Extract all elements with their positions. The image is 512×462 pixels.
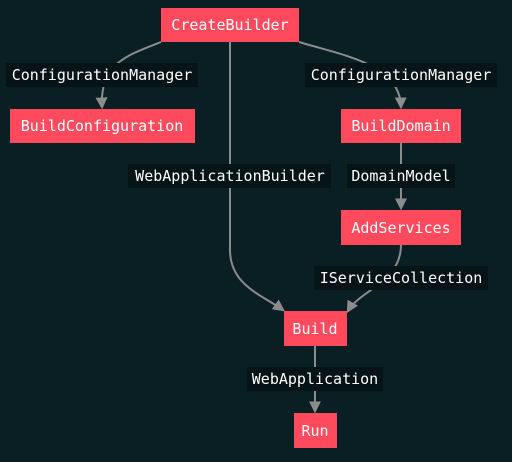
- node-build-configuration[interactable]: BuildConfiguration: [10, 109, 195, 143]
- node-add-services[interactable]: AddServices: [341, 210, 461, 245]
- edge-label-services-to-build: IServiceCollection: [314, 266, 488, 290]
- node-run[interactable]: Run: [294, 413, 337, 448]
- node-label: BuildConfiguration: [21, 117, 184, 135]
- edge-label-create-to-build: WebApplicationBuilder: [128, 164, 331, 188]
- edge-create-to-build: [229, 42, 285, 312]
- node-build-domain[interactable]: BuildDomain: [341, 109, 461, 143]
- node-label: AddServices: [351, 219, 450, 237]
- edge-label-text: ConfigurationManager: [311, 66, 492, 84]
- edge-label-text: WebApplication: [252, 370, 378, 388]
- edge-label-create-to-domain: ConfigurationManager: [305, 63, 497, 87]
- node-build[interactable]: Build: [284, 311, 347, 346]
- edge-label-text: DomainModel: [351, 167, 450, 185]
- node-label: CreateBuilder: [171, 16, 288, 34]
- edge-label-create-to-configuration: ConfigurationManager: [6, 63, 198, 87]
- node-label: Run: [301, 422, 328, 440]
- edge-label-text: IServiceCollection: [320, 269, 483, 287]
- node-label: BuildDomain: [351, 117, 450, 135]
- edge-label-domain-to-services: DomainModel: [347, 164, 455, 188]
- edge-label-text: ConfigurationManager: [12, 66, 193, 84]
- node-label: Build: [292, 320, 337, 338]
- node-create-builder[interactable]: CreateBuilder: [161, 8, 299, 42]
- edge-label-build-to-run: WebApplication: [247, 367, 383, 391]
- edge-label-text: WebApplicationBuilder: [135, 167, 325, 185]
